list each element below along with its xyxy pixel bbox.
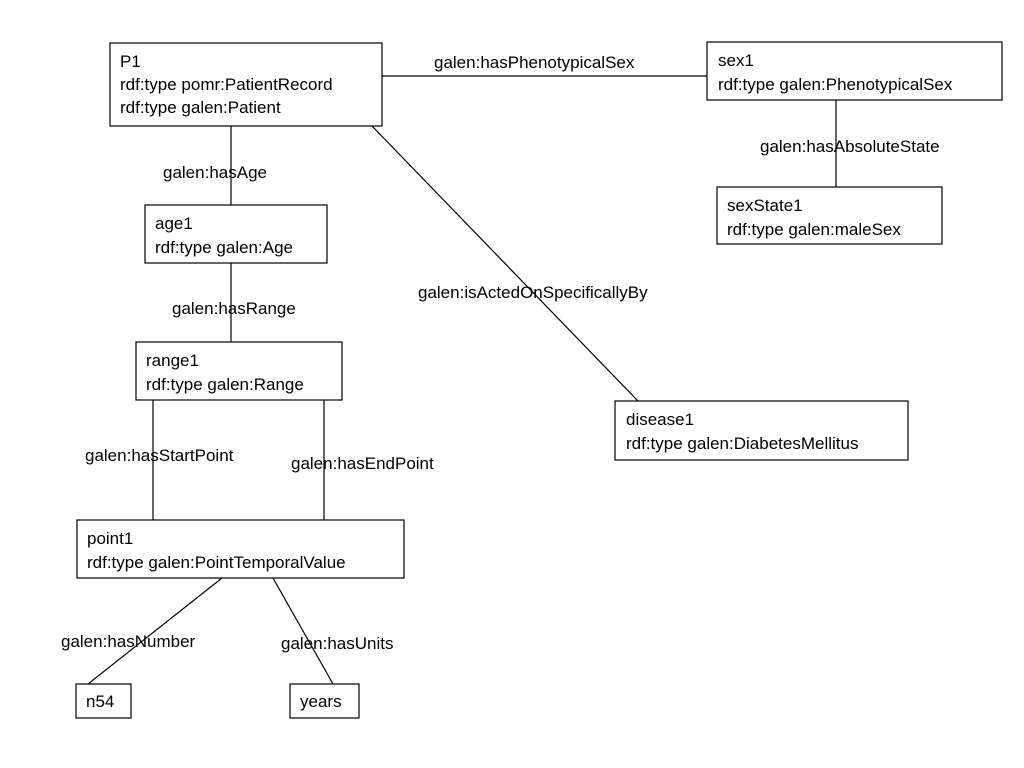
edge-label-has-range: galen:hasRange: [172, 299, 296, 318]
node-p1: P1 rdf:type pomr:PatientRecord rdf:type …: [109, 42, 383, 127]
node-p1-type-2: rdf:type galen:Patient: [120, 98, 281, 117]
node-range1-title: range1: [146, 351, 199, 370]
edge-label-is-acted-on-specifically-by: galen:isActedOnSpecificallyBy: [418, 283, 648, 302]
edge-has-units: [272, 577, 334, 685]
node-n54-title: n54: [86, 692, 114, 711]
node-sex-state1-title: sexState1: [727, 196, 803, 215]
node-sex-state1: sexState1 rdf:type galen:maleSex: [716, 186, 943, 245]
node-p1-title: P1: [120, 52, 141, 71]
node-range1-type: rdf:type galen:Range: [146, 375, 304, 394]
edge-label-has-age: galen:hasAge: [163, 163, 267, 182]
edge-is-acted-on-specifically-by: [371, 125, 639, 402]
edge-label-has-units: galen:hasUnits: [281, 634, 393, 653]
node-sex1: sex1 rdf:type galen:PhenotypicalSex: [706, 41, 1003, 101]
node-sex1-title: sex1: [718, 51, 754, 70]
node-sex-state1-type: rdf:type galen:maleSex: [727, 220, 901, 239]
edge-label-has-start-point: galen:hasStartPoint: [85, 446, 234, 465]
node-disease1: disease1 rdf:type galen:DiabetesMellitus: [614, 400, 909, 461]
edge-label-has-absolute-state: galen:hasAbsoluteState: [760, 137, 940, 156]
node-range1: range1 rdf:type galen:Range: [135, 341, 343, 401]
node-p1-type-1: rdf:type pomr:PatientRecord: [120, 75, 333, 94]
node-n54: n54: [75, 683, 132, 719]
node-years-title: years: [300, 692, 342, 711]
edge-label-has-phenotypical-sex: galen:hasPhenotypicalSex: [434, 53, 635, 72]
edge-has-number: [87, 577, 223, 685]
node-point1: point1 rdf:type galen:PointTemporalValue: [76, 519, 405, 579]
node-age1-title: age1: [155, 214, 193, 233]
node-disease1-type: rdf:type galen:DiabetesMellitus: [626, 434, 858, 453]
node-age1-type: rdf:type galen:Age: [155, 238, 293, 257]
edge-label-has-end-point: galen:hasEndPoint: [291, 454, 434, 473]
node-sex1-type: rdf:type galen:PhenotypicalSex: [718, 75, 953, 94]
node-disease1-title: disease1: [626, 410, 694, 429]
node-point1-title: point1: [87, 529, 133, 548]
edge-label-has-number: galen:hasNumber: [61, 632, 196, 651]
node-years: years: [289, 683, 360, 719]
node-point1-type: rdf:type galen:PointTemporalValue: [87, 553, 346, 572]
node-age1: age1 rdf:type galen:Age: [144, 204, 328, 264]
